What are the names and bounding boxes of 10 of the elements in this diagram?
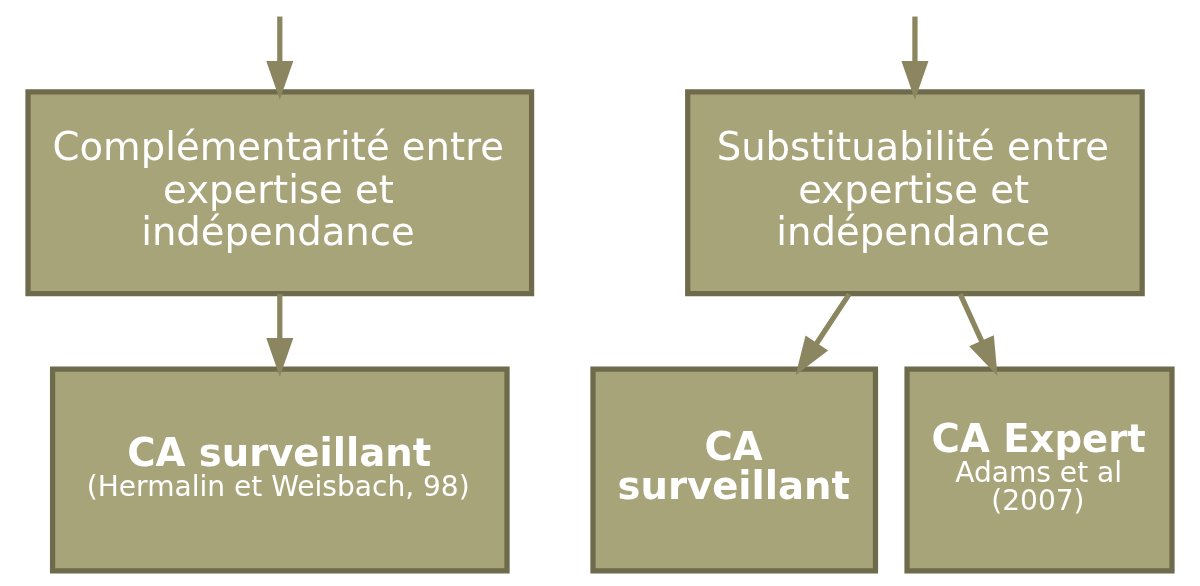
node-box: Complémentarité entre expertise et indépendance xyxy=(25,89,535,297)
node-box: CA surveillant (Hermalin et Weisbach, 98) xyxy=(49,366,510,574)
node-box: CA Expert Adams et al (2007) xyxy=(904,366,1175,574)
arrow xyxy=(266,294,294,377)
arrow xyxy=(901,16,929,100)
arrow xyxy=(957,293,998,376)
node-box: CA surveillant xyxy=(590,366,879,574)
node-box: Substituabilité entre expertise et indépendance xyxy=(685,89,1145,297)
arrow xyxy=(795,292,852,376)
arrow xyxy=(266,16,294,100)
